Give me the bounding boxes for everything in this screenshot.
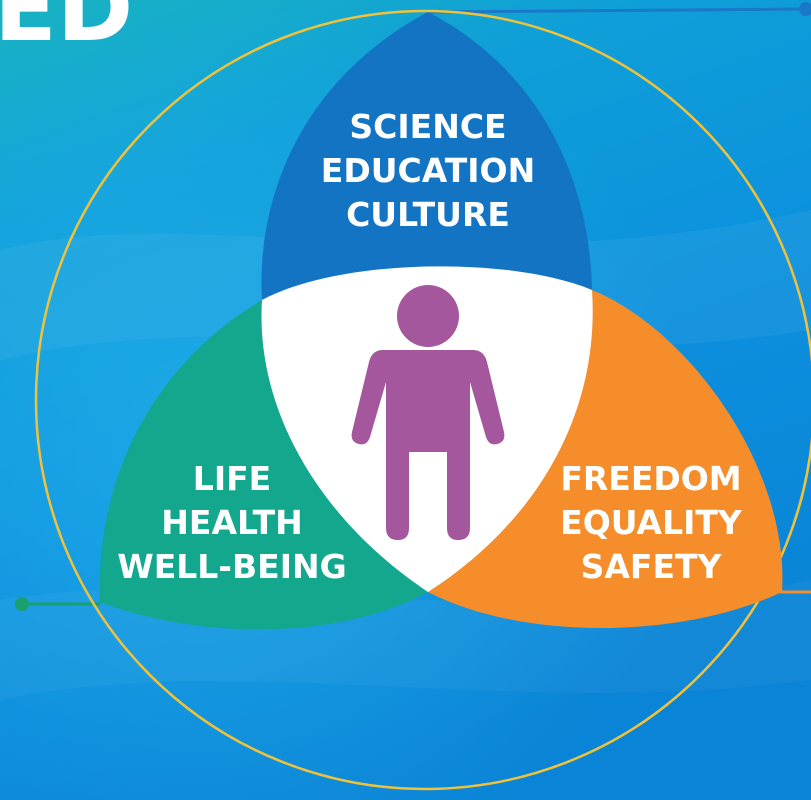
label-left-line2: HEALTH xyxy=(161,503,302,542)
label-group-right: FREEDOM EQUALITY SAFETY xyxy=(560,459,743,586)
label-group-left: LIFE HEALTH WELL-BEING xyxy=(117,459,346,586)
label-right-line2: EQUALITY xyxy=(560,503,743,542)
outer-circle xyxy=(34,9,811,791)
person-icon xyxy=(351,285,505,540)
label-top-line1: SCIENCE xyxy=(349,107,506,146)
label-left-line3: WELL-BEING xyxy=(117,547,346,586)
label-left-line1: LIFE xyxy=(193,459,271,498)
connector-line-top xyxy=(429,7,811,14)
label-right-line3: SAFETY xyxy=(581,547,723,586)
connector-dot-top xyxy=(799,2,811,16)
label-group-top: SCIENCE EDUCATION CULTURE xyxy=(321,107,535,234)
label-top-line3: CULTURE xyxy=(346,195,510,234)
title-fragment: ED xyxy=(0,0,133,62)
connector-dot-left xyxy=(15,597,29,611)
label-top-line2: EDUCATION xyxy=(321,151,535,190)
label-right-line1: FREEDOM xyxy=(560,459,741,498)
